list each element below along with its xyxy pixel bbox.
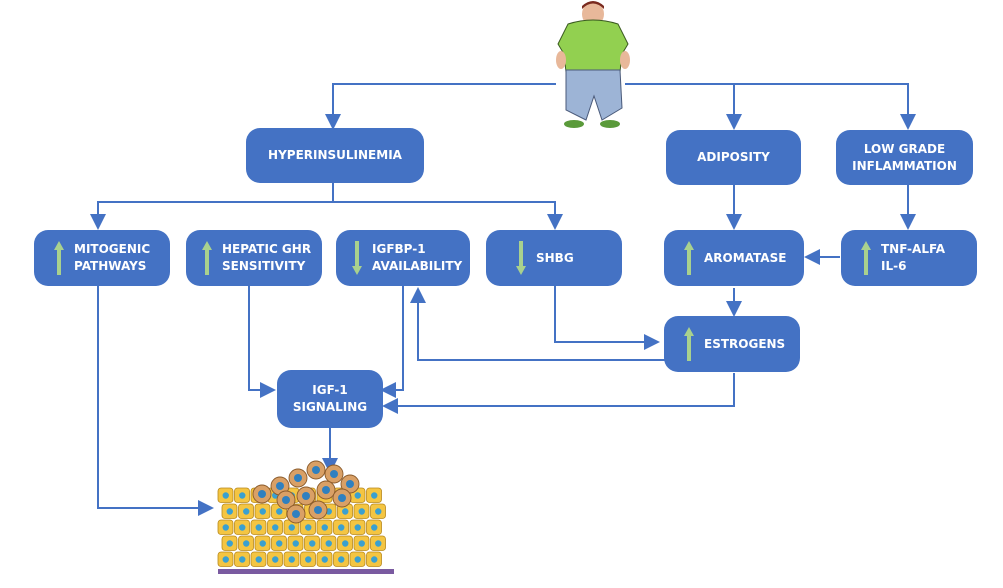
mitogenic-pathways-label: MITOGENIC PATHWAYS — [74, 242, 151, 273]
mitogenic-pathways-box: MITOGENIC PATHWAYS — [34, 230, 170, 286]
tnf-alfa-il6-box: TNF-ALFA IL-6 — [841, 230, 977, 286]
up-arrow-icon — [202, 241, 212, 275]
connector-shbg-to-estrogens — [554, 286, 660, 350]
down-arrow-icon — [352, 241, 362, 275]
aromatase-box: AROMATASE — [664, 230, 804, 286]
igfbp1-availability-box: IGFBP-1 AVAILABILITY — [336, 230, 470, 286]
connector-igfbp1-to-igf1 — [380, 286, 404, 398]
igf1-signaling-box: IGF-1 SIGNALING — [277, 370, 383, 428]
connector-estrogens-to-igfbp1 — [410, 287, 665, 361]
down-arrow-icon — [516, 241, 526, 275]
connector-to-mitogenic — [90, 201, 333, 230]
shbg-label: SHBG — [536, 250, 574, 265]
connector-figure-to-adiposity — [625, 83, 742, 130]
hyperinsulinemia-box: HYPERINSULINEMIA — [246, 128, 424, 183]
estrogens-label: ESTROGENS — [704, 336, 786, 351]
hepatic-ghr-sensitivity-box: HEPATIC GHR SENSITIVITY — [186, 230, 322, 286]
aromatase-label: AROMATASE — [704, 250, 787, 265]
up-arrow-icon — [861, 241, 871, 275]
connector-figure-to-hyperinsulinemia — [325, 83, 556, 130]
igf1-signaling-label: IGF-1 SIGNALING — [292, 383, 368, 414]
shbg-box: SHBG — [486, 230, 622, 286]
adiposity-label: ADIPOSITY — [697, 150, 770, 164]
tnf-alfa-il6-label: TNF-ALFA IL-6 — [881, 242, 946, 273]
tissue-cells-illustration — [217, 460, 394, 574]
hyperinsulinemia-label: HYPERINSULINEMIA — [268, 148, 402, 162]
up-arrow-icon — [684, 327, 694, 361]
adiposity-box: ADIPOSITY — [666, 130, 801, 185]
up-arrow-icon — [684, 241, 694, 275]
low-grade-inflammation-box: LOW GRADE INFLAMMATION — [836, 130, 973, 185]
obese-person-figure — [556, 1, 630, 128]
hepatic-ghr-sensitivity-label: HEPATIC GHR SENSITIVITY — [222, 242, 312, 273]
low-grade-inflammation-label: LOW GRADE INFLAMMATION — [852, 141, 957, 173]
connector-figure-to-inflammation — [734, 83, 916, 130]
up-arrow-icon — [54, 241, 64, 275]
connector-to-shbg — [333, 201, 563, 230]
connector-hepatic-to-igf1 — [248, 286, 276, 398]
estrogens-box: ESTROGENS — [664, 316, 800, 372]
connector-mitogenic-to-cells — [97, 286, 214, 516]
igfbp1-availability-label: IGFBP-1 AVAILABILITY — [372, 242, 463, 273]
connector-estrogens-to-igf1 — [382, 373, 735, 414]
